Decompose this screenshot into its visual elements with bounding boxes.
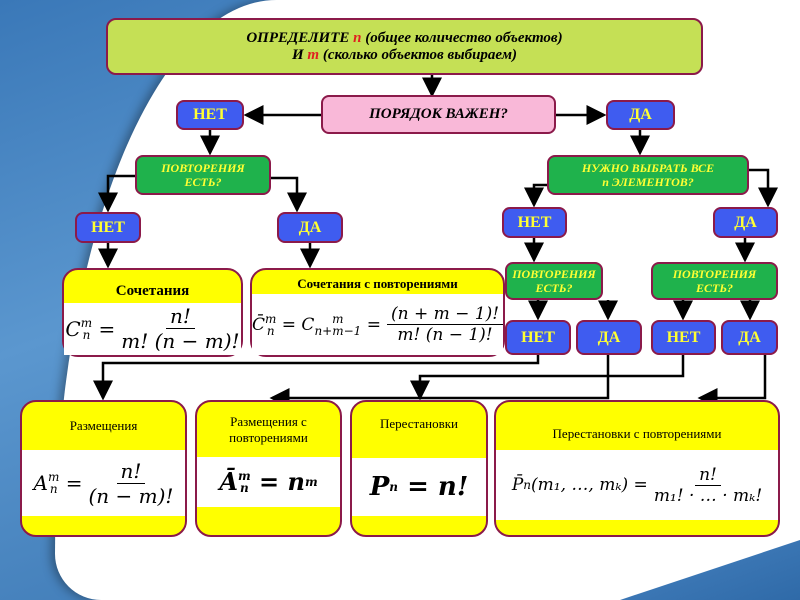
f-lhs: P̄ <box>511 475 524 496</box>
f-lhs: Ā <box>219 467 238 496</box>
yes-repeat-mid: ДА <box>576 320 642 355</box>
f-den: (n − m)! <box>88 483 174 508</box>
permutations-rep-box: Перестановки с повторениями P̄n(m₁, …, m… <box>494 400 780 537</box>
permutations-rep-title: Перестановки с повторениями <box>552 426 722 441</box>
repeat-question-mid: ПОВТОРЕНИЯ ЕСТЬ? <box>505 262 603 300</box>
yes-repeat-right: ДА <box>721 320 778 355</box>
order-question: ПОРЯДОК ВАЖЕН? <box>321 95 556 134</box>
repeat-question-left: ПОВТОРЕНИЯ ЕСТЬ? <box>135 155 271 195</box>
f-lhs: A <box>33 471 48 496</box>
arrangements-title: Размещения <box>69 418 138 433</box>
header-text: ОПРЕДЕЛИТЕ <box>246 29 354 46</box>
yes-repeat-left: ДА <box>277 212 343 243</box>
f-den: m! (n − m)! <box>121 329 240 354</box>
f-rhs: = n <box>259 467 305 496</box>
f-sub: n+m−1 <box>314 323 362 338</box>
yes-all: ДА <box>713 207 778 238</box>
f-lhs: P <box>369 472 390 503</box>
repeat-question-right: ПОВТОРЕНИЯ ЕСТЬ? <box>651 262 778 300</box>
no-all: НЕТ <box>502 207 567 238</box>
f-lhs: C̄ <box>251 314 265 335</box>
arrangements-rep-title: Размещения с повторениями <box>229 414 308 446</box>
f-sub: n <box>266 323 275 338</box>
f-num: n! <box>165 304 195 330</box>
header-text: (общее количество объектов) <box>361 29 563 46</box>
combinations-rep-title: Сочетания с повторениями <box>297 276 458 291</box>
f-sub: n <box>82 327 91 342</box>
n-symbol: n <box>353 29 362 46</box>
f-sup: m <box>264 311 277 326</box>
f-num: (n + m − 1)! <box>386 304 504 326</box>
f-den: m! (n − 1)! <box>397 325 493 346</box>
permutations-title: Перестановки <box>380 416 458 431</box>
f-den: m₁! · … · mₖ! <box>653 485 763 506</box>
no-order: НЕТ <box>176 100 244 130</box>
all-elements-question: НУЖНО ВЫБРАТЬ ВСЕ n ЭЛЕМЕНТОВ? <box>547 155 749 195</box>
header-text: (сколько объектов выбираем) <box>319 46 517 63</box>
f-sub: n <box>49 482 58 497</box>
no-repeat-right: НЕТ <box>651 320 716 355</box>
f-sub: n <box>523 478 532 493</box>
f-sup: m <box>332 311 344 326</box>
f-lhs: C <box>65 316 81 341</box>
no-repeat-left: НЕТ <box>75 212 141 243</box>
f-sup: m <box>237 468 251 483</box>
f-rhs: = n! <box>407 472 469 503</box>
f-sup: m <box>80 315 93 330</box>
m-symbol: m <box>307 46 320 63</box>
f-num: n! <box>116 459 146 484</box>
f-sub: n <box>239 480 249 495</box>
no-repeat-mid: НЕТ <box>505 320 571 355</box>
header-box: ОПРЕДЕЛИТЕ n (общее количество объектов)… <box>106 18 703 75</box>
permutations-rep-formula: P̄n(m₁, …, mₖ) = n!m₁! · … · mₖ! <box>496 450 778 521</box>
header-text: И <box>292 46 308 63</box>
f-args: (m₁, …, mₖ) = <box>531 475 648 496</box>
combinations-title: Сочетания <box>115 283 190 299</box>
yes-order: ДА <box>606 100 675 130</box>
f-sup: m <box>47 470 60 485</box>
f-num: n! <box>695 465 721 486</box>
f-sub: n <box>389 480 399 495</box>
f-sup: m <box>304 474 318 489</box>
f-mid: = C <box>281 314 315 335</box>
